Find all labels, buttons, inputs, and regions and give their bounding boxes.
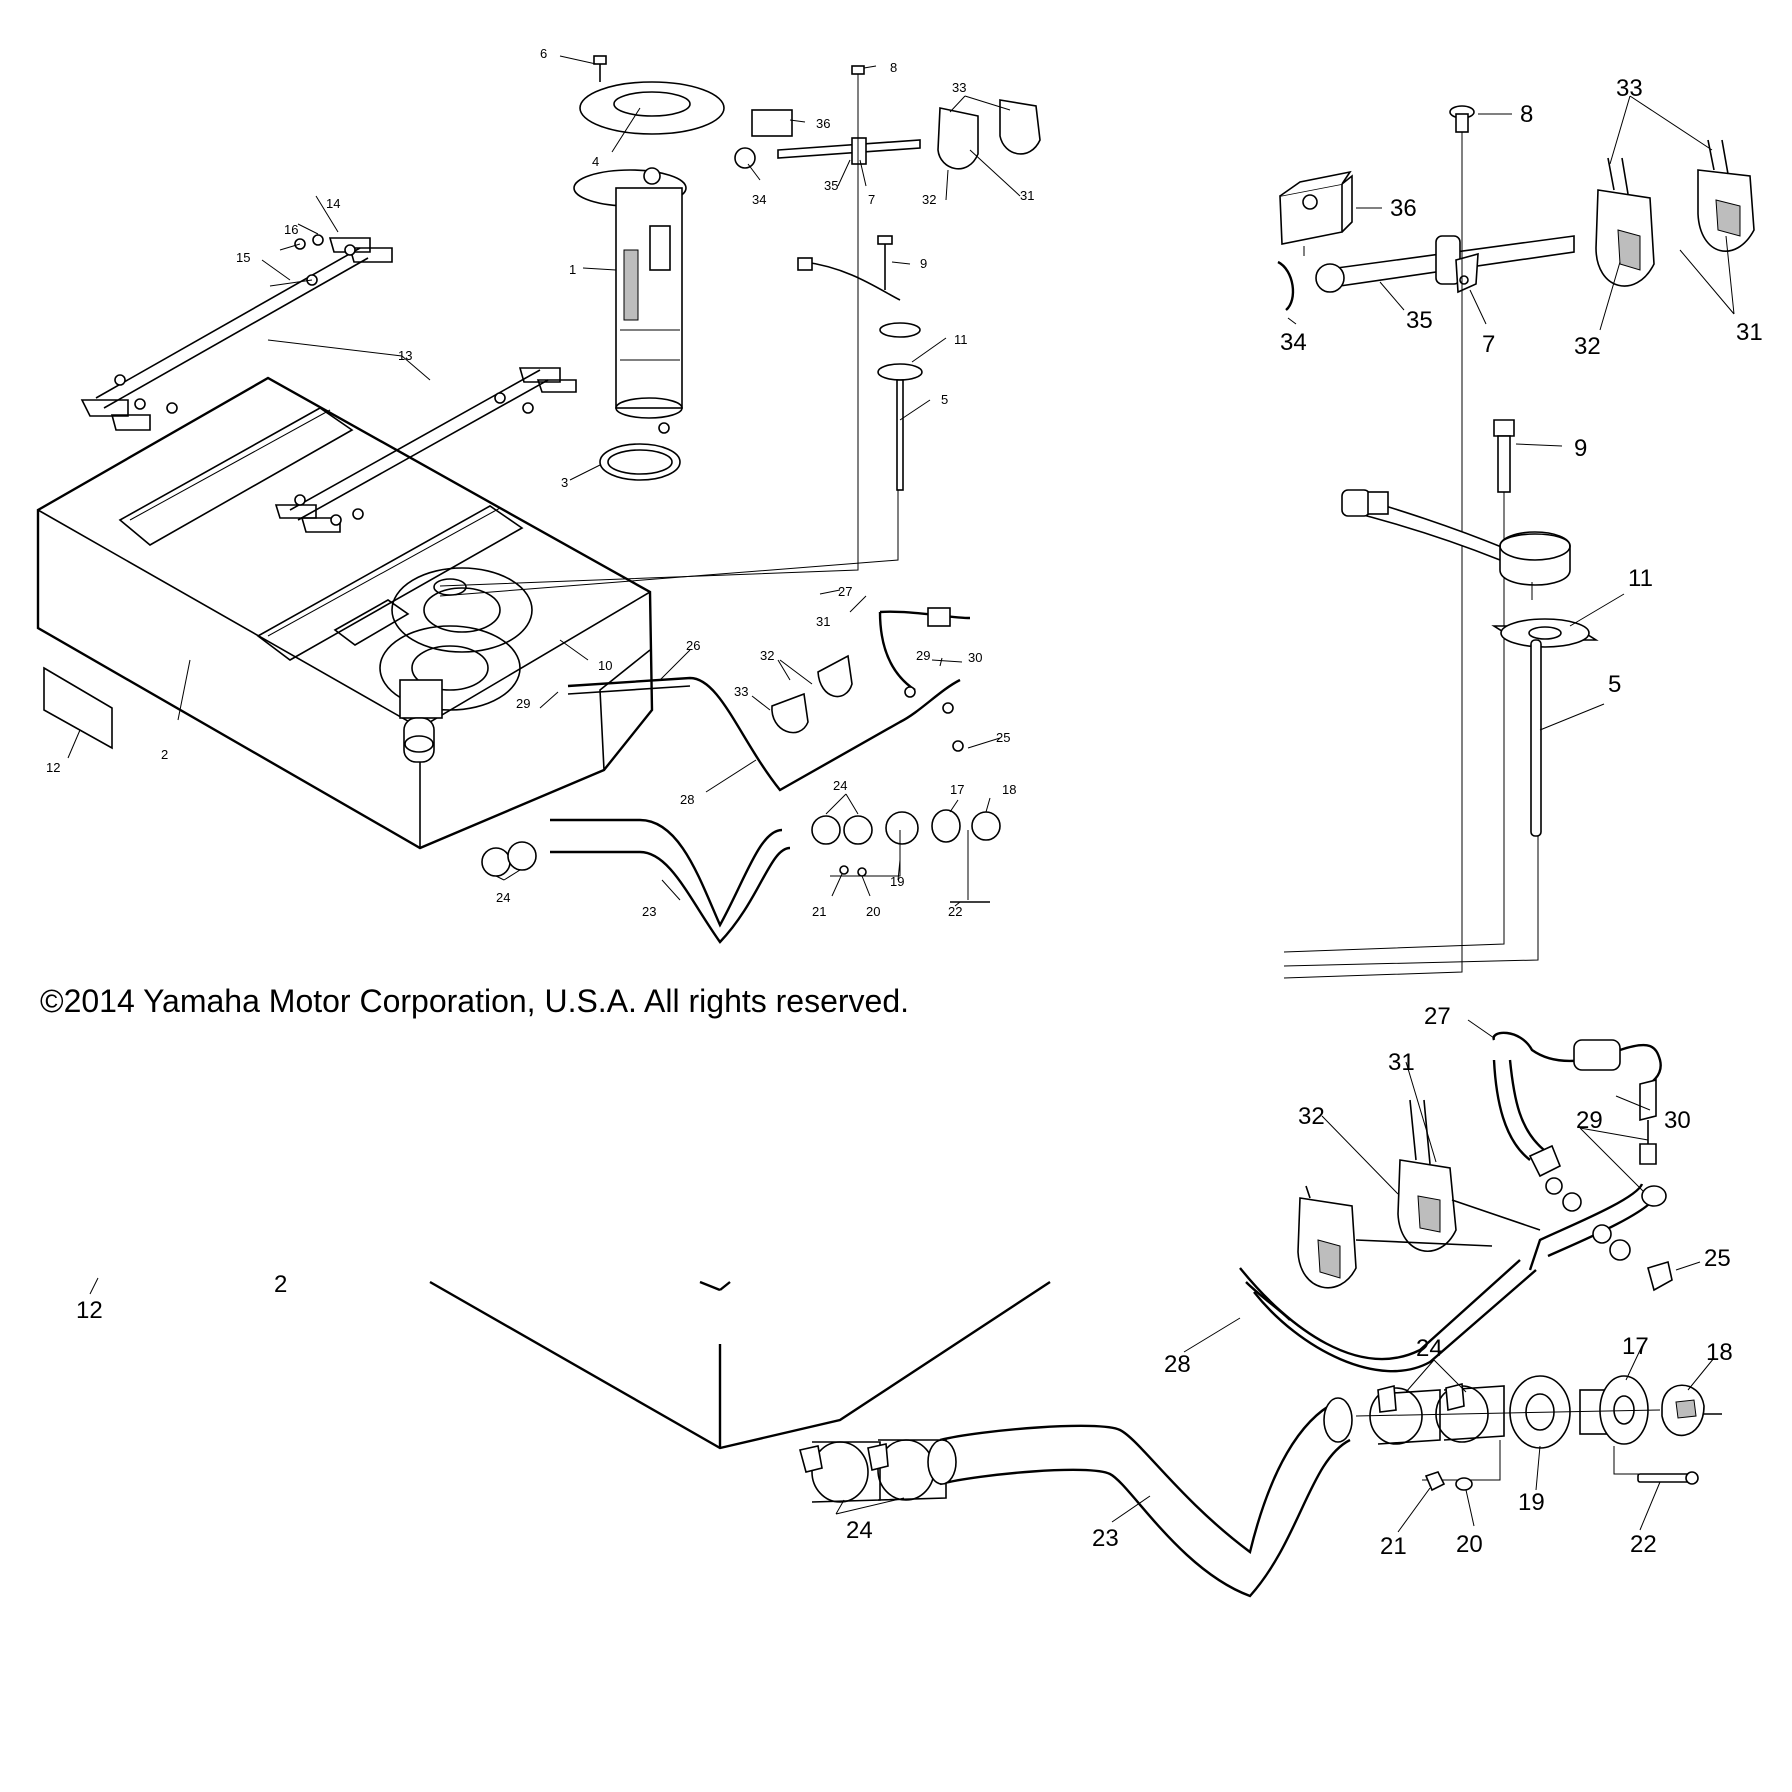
detail-label-29: 29 bbox=[1576, 1107, 1603, 1134]
overview-label-6: 6 bbox=[540, 46, 547, 61]
detail-label-36: 36 bbox=[1390, 195, 1417, 222]
clip-36 bbox=[751, 109, 793, 137]
detail-label-11: 11 bbox=[1628, 565, 1653, 592]
overview-label-31a: 31 bbox=[816, 614, 830, 629]
overview-label-15: 15 bbox=[236, 250, 250, 265]
overview-label-12: 12 bbox=[46, 760, 60, 775]
overview-label-5: 5 bbox=[941, 392, 948, 407]
filler-cap-assembly bbox=[1355, 1375, 1722, 1492]
overview-label-34: 34 bbox=[752, 192, 766, 207]
hose-clamp-lower bbox=[1297, 1099, 1541, 1289]
overview-label-20: 20 bbox=[866, 904, 880, 919]
overview-label-10: 10 bbox=[598, 658, 612, 673]
detail-label-2: 2 bbox=[274, 1271, 287, 1298]
detail-label-9: 9 bbox=[1574, 435, 1587, 462]
detail-label-12: 12 bbox=[76, 1297, 103, 1324]
overview-label-24b: 24 bbox=[833, 778, 847, 793]
bolt-8 bbox=[1283, 105, 1475, 979]
detail-label-24-left: 24 bbox=[846, 1517, 873, 1544]
filler-hose-23 bbox=[927, 1397, 1353, 1598]
detail-label-20: 20 bbox=[1456, 1531, 1483, 1558]
overview-label-16: 16 bbox=[284, 222, 298, 237]
detail-label-21: 21 bbox=[1380, 1533, 1407, 1560]
overview-diagram: 1 2 3 4 5 6 7 8 9 10 11 12 13 14 15 16 1… bbox=[36, 46, 1041, 944]
hose-clamp-32-31 bbox=[1595, 139, 1755, 287]
overview-label-31b: 31 bbox=[1020, 188, 1034, 203]
detail-label-24-right: 24 bbox=[1416, 1335, 1443, 1362]
clip-36-detail bbox=[1279, 170, 1353, 245]
detail-label-32-lower: 32 bbox=[1298, 1103, 1325, 1130]
detail-label-30: 30 bbox=[1664, 1107, 1691, 1134]
decal-12 bbox=[43, 666, 113, 750]
detail-diagram: 8 33 36 34 35 7 32 31 9 11 5 27 31 32 29… bbox=[76, 75, 1763, 1598]
overview-label-27: 27 bbox=[838, 584, 852, 599]
overview-label-24a: 24 bbox=[496, 890, 510, 905]
vent-hose-27 bbox=[1492, 1031, 1662, 1178]
overview-label-29b: 29 bbox=[916, 648, 930, 663]
copyright-notice: ©2014 Yamaha Motor Corporation, U.S.A. A… bbox=[40, 983, 910, 1019]
overview-label-3: 3 bbox=[561, 475, 568, 490]
overview-label-26: 26 bbox=[686, 638, 700, 653]
overview-label-29a: 29 bbox=[516, 696, 530, 711]
tank-straps bbox=[80, 234, 577, 533]
overview-label-7: 7 bbox=[868, 192, 875, 207]
overview-label-33a: 33 bbox=[734, 684, 748, 699]
detail-label-22: 22 bbox=[1630, 1531, 1657, 1558]
overview-label-25: 25 bbox=[996, 730, 1010, 745]
fuel-sender-5 bbox=[1283, 489, 1599, 967]
overview-label-28: 28 bbox=[680, 792, 694, 807]
detail-label-28: 28 bbox=[1164, 1351, 1191, 1378]
bolt-9 bbox=[1283, 419, 1515, 953]
overview-label-11: 11 bbox=[954, 332, 968, 347]
overview-label-13: 13 bbox=[398, 348, 412, 363]
detail-label-33: 33 bbox=[1616, 75, 1643, 102]
bolt-25 bbox=[1647, 1260, 1673, 1292]
tank-detail bbox=[429, 1280, 1291, 1450]
overview-label-1: 1 bbox=[569, 262, 576, 277]
detail-label-31-lower: 31 bbox=[1388, 1049, 1415, 1076]
detail-label-25: 25 bbox=[1704, 1245, 1731, 1272]
detail-label-27: 27 bbox=[1424, 1003, 1451, 1030]
overview-label-32a: 32 bbox=[760, 648, 774, 663]
hose-clamps-24-left bbox=[799, 1439, 947, 1503]
detail-label-8: 8 bbox=[1520, 101, 1533, 128]
detail-label-23: 23 bbox=[1092, 1525, 1119, 1552]
retainer-ring bbox=[579, 81, 725, 135]
breather-pipe-28 bbox=[1239, 1183, 1667, 1373]
overview-label-33b: 33 bbox=[952, 80, 966, 95]
detail-label-18: 18 bbox=[1706, 1339, 1733, 1366]
overview-label-21: 21 bbox=[812, 904, 826, 919]
overview-label-8: 8 bbox=[890, 60, 897, 75]
detail-label-31: 31 bbox=[1736, 319, 1763, 346]
overview-label-32b: 32 bbox=[922, 192, 936, 207]
overview-label-2: 2 bbox=[161, 747, 168, 762]
fuel-pipe-35 bbox=[1315, 235, 1575, 294]
detail-label-32: 32 bbox=[1574, 333, 1601, 360]
detail-label-17: 17 bbox=[1622, 1333, 1649, 1360]
fuel-tank bbox=[36, 376, 654, 850]
detail-label-35: 35 bbox=[1406, 307, 1433, 334]
overview-label-23: 23 bbox=[642, 904, 656, 919]
overview-label-14: 14 bbox=[326, 196, 340, 211]
overview-label-18: 18 bbox=[1002, 782, 1016, 797]
overview-label-36: 36 bbox=[816, 116, 830, 131]
breather-hose bbox=[567, 676, 961, 792]
overview-label-19: 19 bbox=[890, 874, 904, 889]
fuel-pump bbox=[573, 167, 687, 434]
overview-label-17: 17 bbox=[950, 782, 964, 797]
overview-label-4: 4 bbox=[592, 154, 599, 169]
detail-label-5: 5 bbox=[1608, 671, 1621, 698]
detail-label-34: 34 bbox=[1280, 329, 1307, 356]
overview-label-22: 22 bbox=[948, 904, 962, 919]
detail-label-19: 19 bbox=[1518, 1489, 1545, 1516]
overview-label-30: 30 bbox=[968, 650, 982, 665]
overview-label-9: 9 bbox=[920, 256, 927, 271]
detail-label-7: 7 bbox=[1482, 331, 1495, 358]
filler-hose bbox=[550, 818, 783, 928]
overview-label-35: 35 bbox=[824, 178, 838, 193]
